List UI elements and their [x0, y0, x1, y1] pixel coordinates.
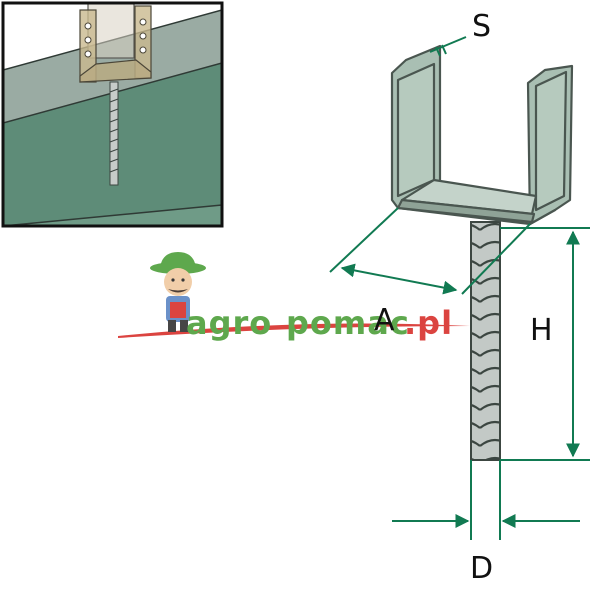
dimension-a [329, 207, 531, 295]
label-h: H [530, 313, 553, 348]
watermark-text-agro: agro [186, 304, 272, 342]
installed-thumbnail [1, 1, 224, 228]
threaded-rod [470, 221, 501, 461]
watermark-swoosh [118, 323, 470, 338]
thickness-indicator [429, 36, 467, 57]
label-a: A [374, 303, 395, 338]
watermark-text-pomac: pomac [286, 304, 410, 342]
label-d: D [470, 551, 493, 586]
watermark: agro pomac .pl [118, 252, 470, 342]
label-s: S [472, 9, 491, 44]
dimension-d [392, 460, 580, 540]
u-bracket [390, 44, 574, 226]
dimension-h [500, 227, 590, 461]
thumbnail-frame [1, 1, 224, 228]
thumb-rod [109, 81, 119, 186]
farmer-mascot-icon [150, 252, 206, 332]
watermark-text-suffix: .pl [404, 304, 453, 342]
anchor-drawing: S A H D [329, 9, 590, 586]
